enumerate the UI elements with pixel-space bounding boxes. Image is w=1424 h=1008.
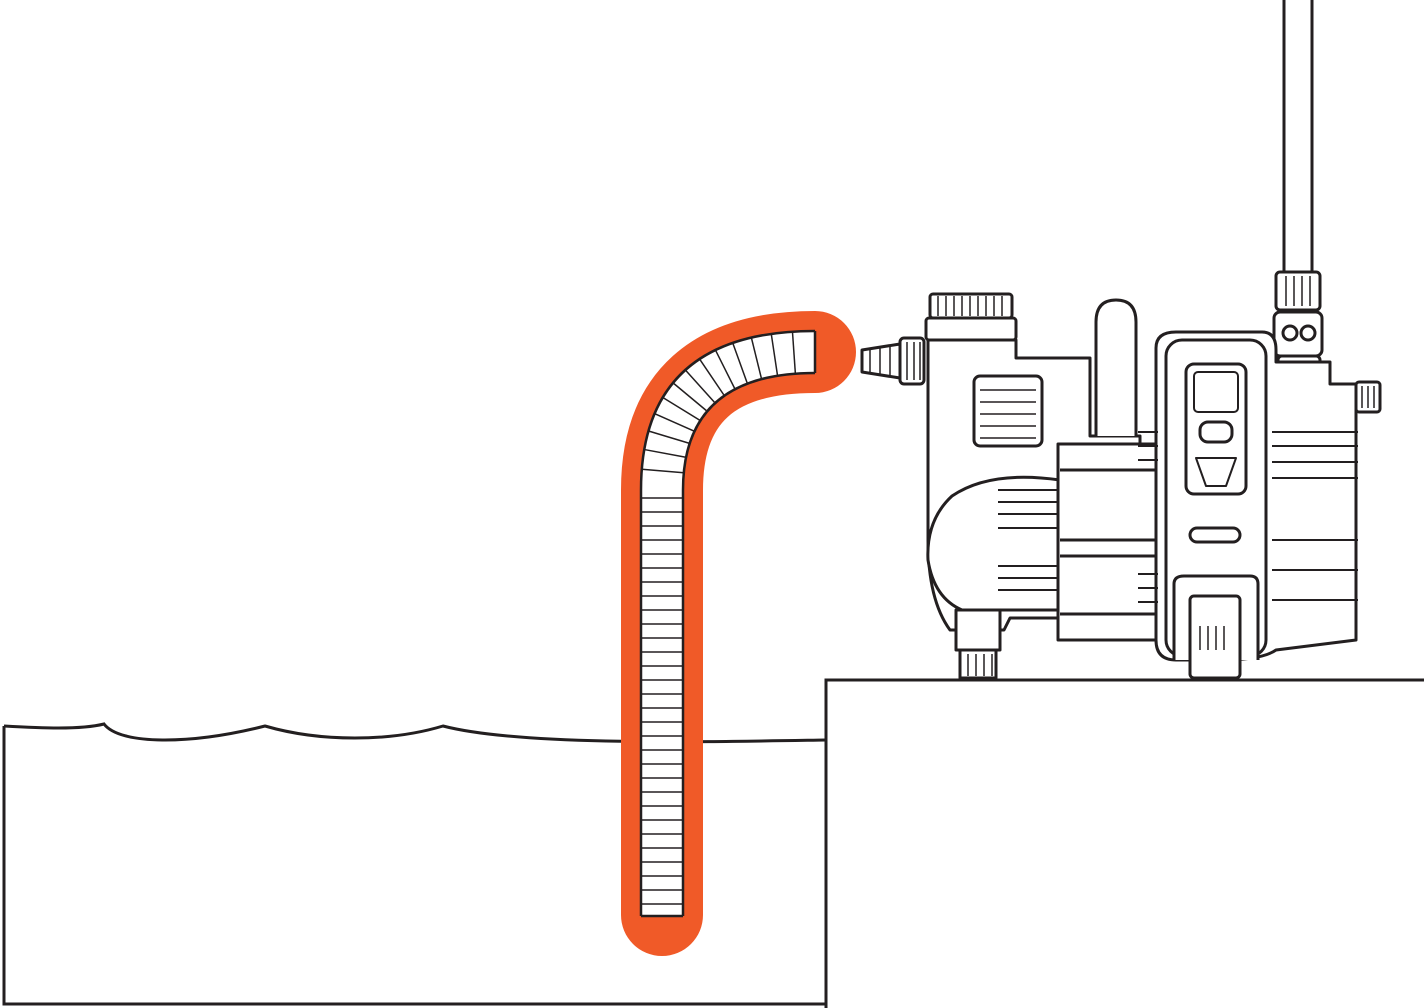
hose-rib — [644, 448, 686, 458]
control-panel — [1184, 362, 1248, 496]
suction-hose-highlighted — [621, 311, 856, 956]
water-reservoir — [2, 722, 827, 1006]
vent-grille — [972, 374, 1044, 448]
hose-rib — [641, 468, 684, 474]
pump-platform — [824, 678, 1424, 1008]
hose-rib — [673, 383, 707, 412]
pump-handle — [1094, 298, 1138, 436]
hose-rib — [715, 350, 736, 389]
hose-rib — [685, 370, 715, 403]
motor-band — [1056, 442, 1160, 642]
hose-rib — [791, 331, 797, 374]
reservoir-wall — [2, 726, 826, 1006]
hose-rib — [663, 397, 700, 421]
drain-nozzle — [954, 608, 1002, 680]
pump-foot — [1172, 574, 1260, 680]
housing-fins — [1138, 431, 1358, 603]
motor-fins — [998, 489, 1060, 591]
pump-inlet — [860, 336, 926, 386]
hose-body — [641, 331, 816, 915]
hose-rib — [648, 430, 690, 444]
hose-ribs — [641, 331, 797, 905]
hose-rib — [750, 337, 763, 379]
filter-cap — [924, 292, 1018, 342]
hose-edge-outer — [639, 329, 816, 916]
garden-pump — [860, 292, 1382, 680]
indicator-slot — [1188, 526, 1242, 544]
hose-rib — [654, 413, 694, 432]
hose-rib — [699, 359, 725, 396]
water-surface — [3, 722, 827, 744]
pump-volute — [926, 475, 1061, 612]
hose-rib — [770, 333, 779, 376]
pressure-hose — [1272, 0, 1324, 382]
hose-rib — [732, 343, 748, 384]
hose-edge-inner — [681, 371, 816, 916]
